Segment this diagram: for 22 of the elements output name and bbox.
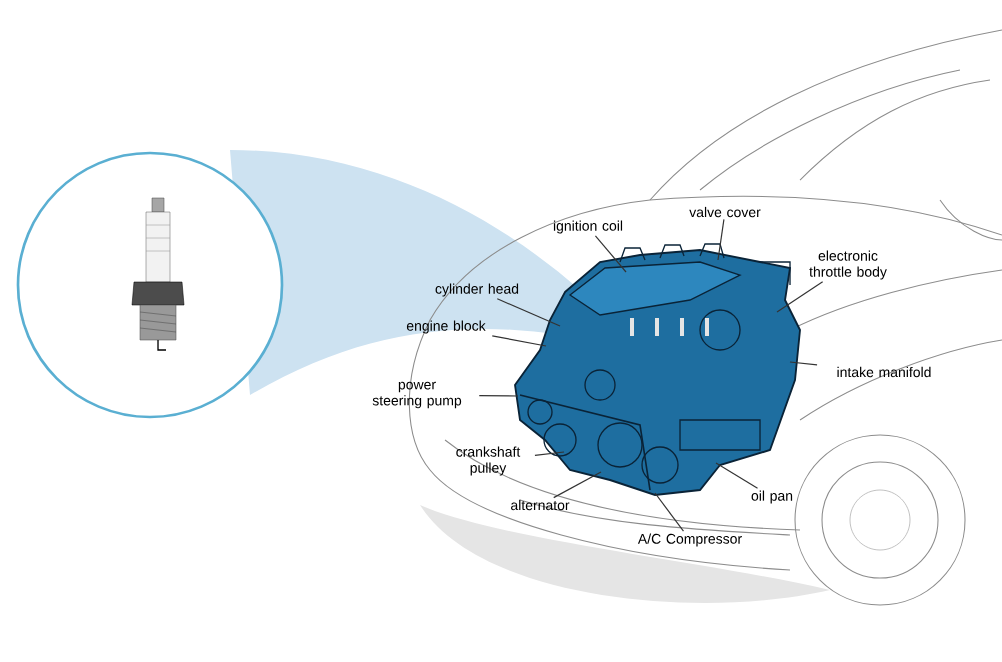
leader-line <box>534 451 565 457</box>
part-label: cylinder head <box>435 283 519 297</box>
leader-line <box>594 235 627 273</box>
leader-line <box>491 335 547 347</box>
part-label: intake manifold <box>837 366 931 378</box>
leader-line <box>715 462 759 489</box>
leader-line <box>478 395 519 397</box>
part-label: A/C Compressor <box>637 533 742 547</box>
part-label: electronic throttle body <box>809 250 887 280</box>
leader-line <box>789 361 818 366</box>
leader-line <box>496 298 561 327</box>
leader-line <box>717 218 725 261</box>
part-label: ignition coil <box>553 220 623 234</box>
part-label: oil pan <box>751 490 793 504</box>
leader-line <box>776 281 824 313</box>
part-label: power steering pump <box>372 381 462 409</box>
leader-line <box>553 471 602 499</box>
part-label: alternator <box>511 499 570 511</box>
leader-line <box>654 492 685 532</box>
part-label: engine block <box>406 320 486 334</box>
part-label: valve cover <box>689 206 761 218</box>
part-label: crankshaft pulley <box>456 446 521 476</box>
